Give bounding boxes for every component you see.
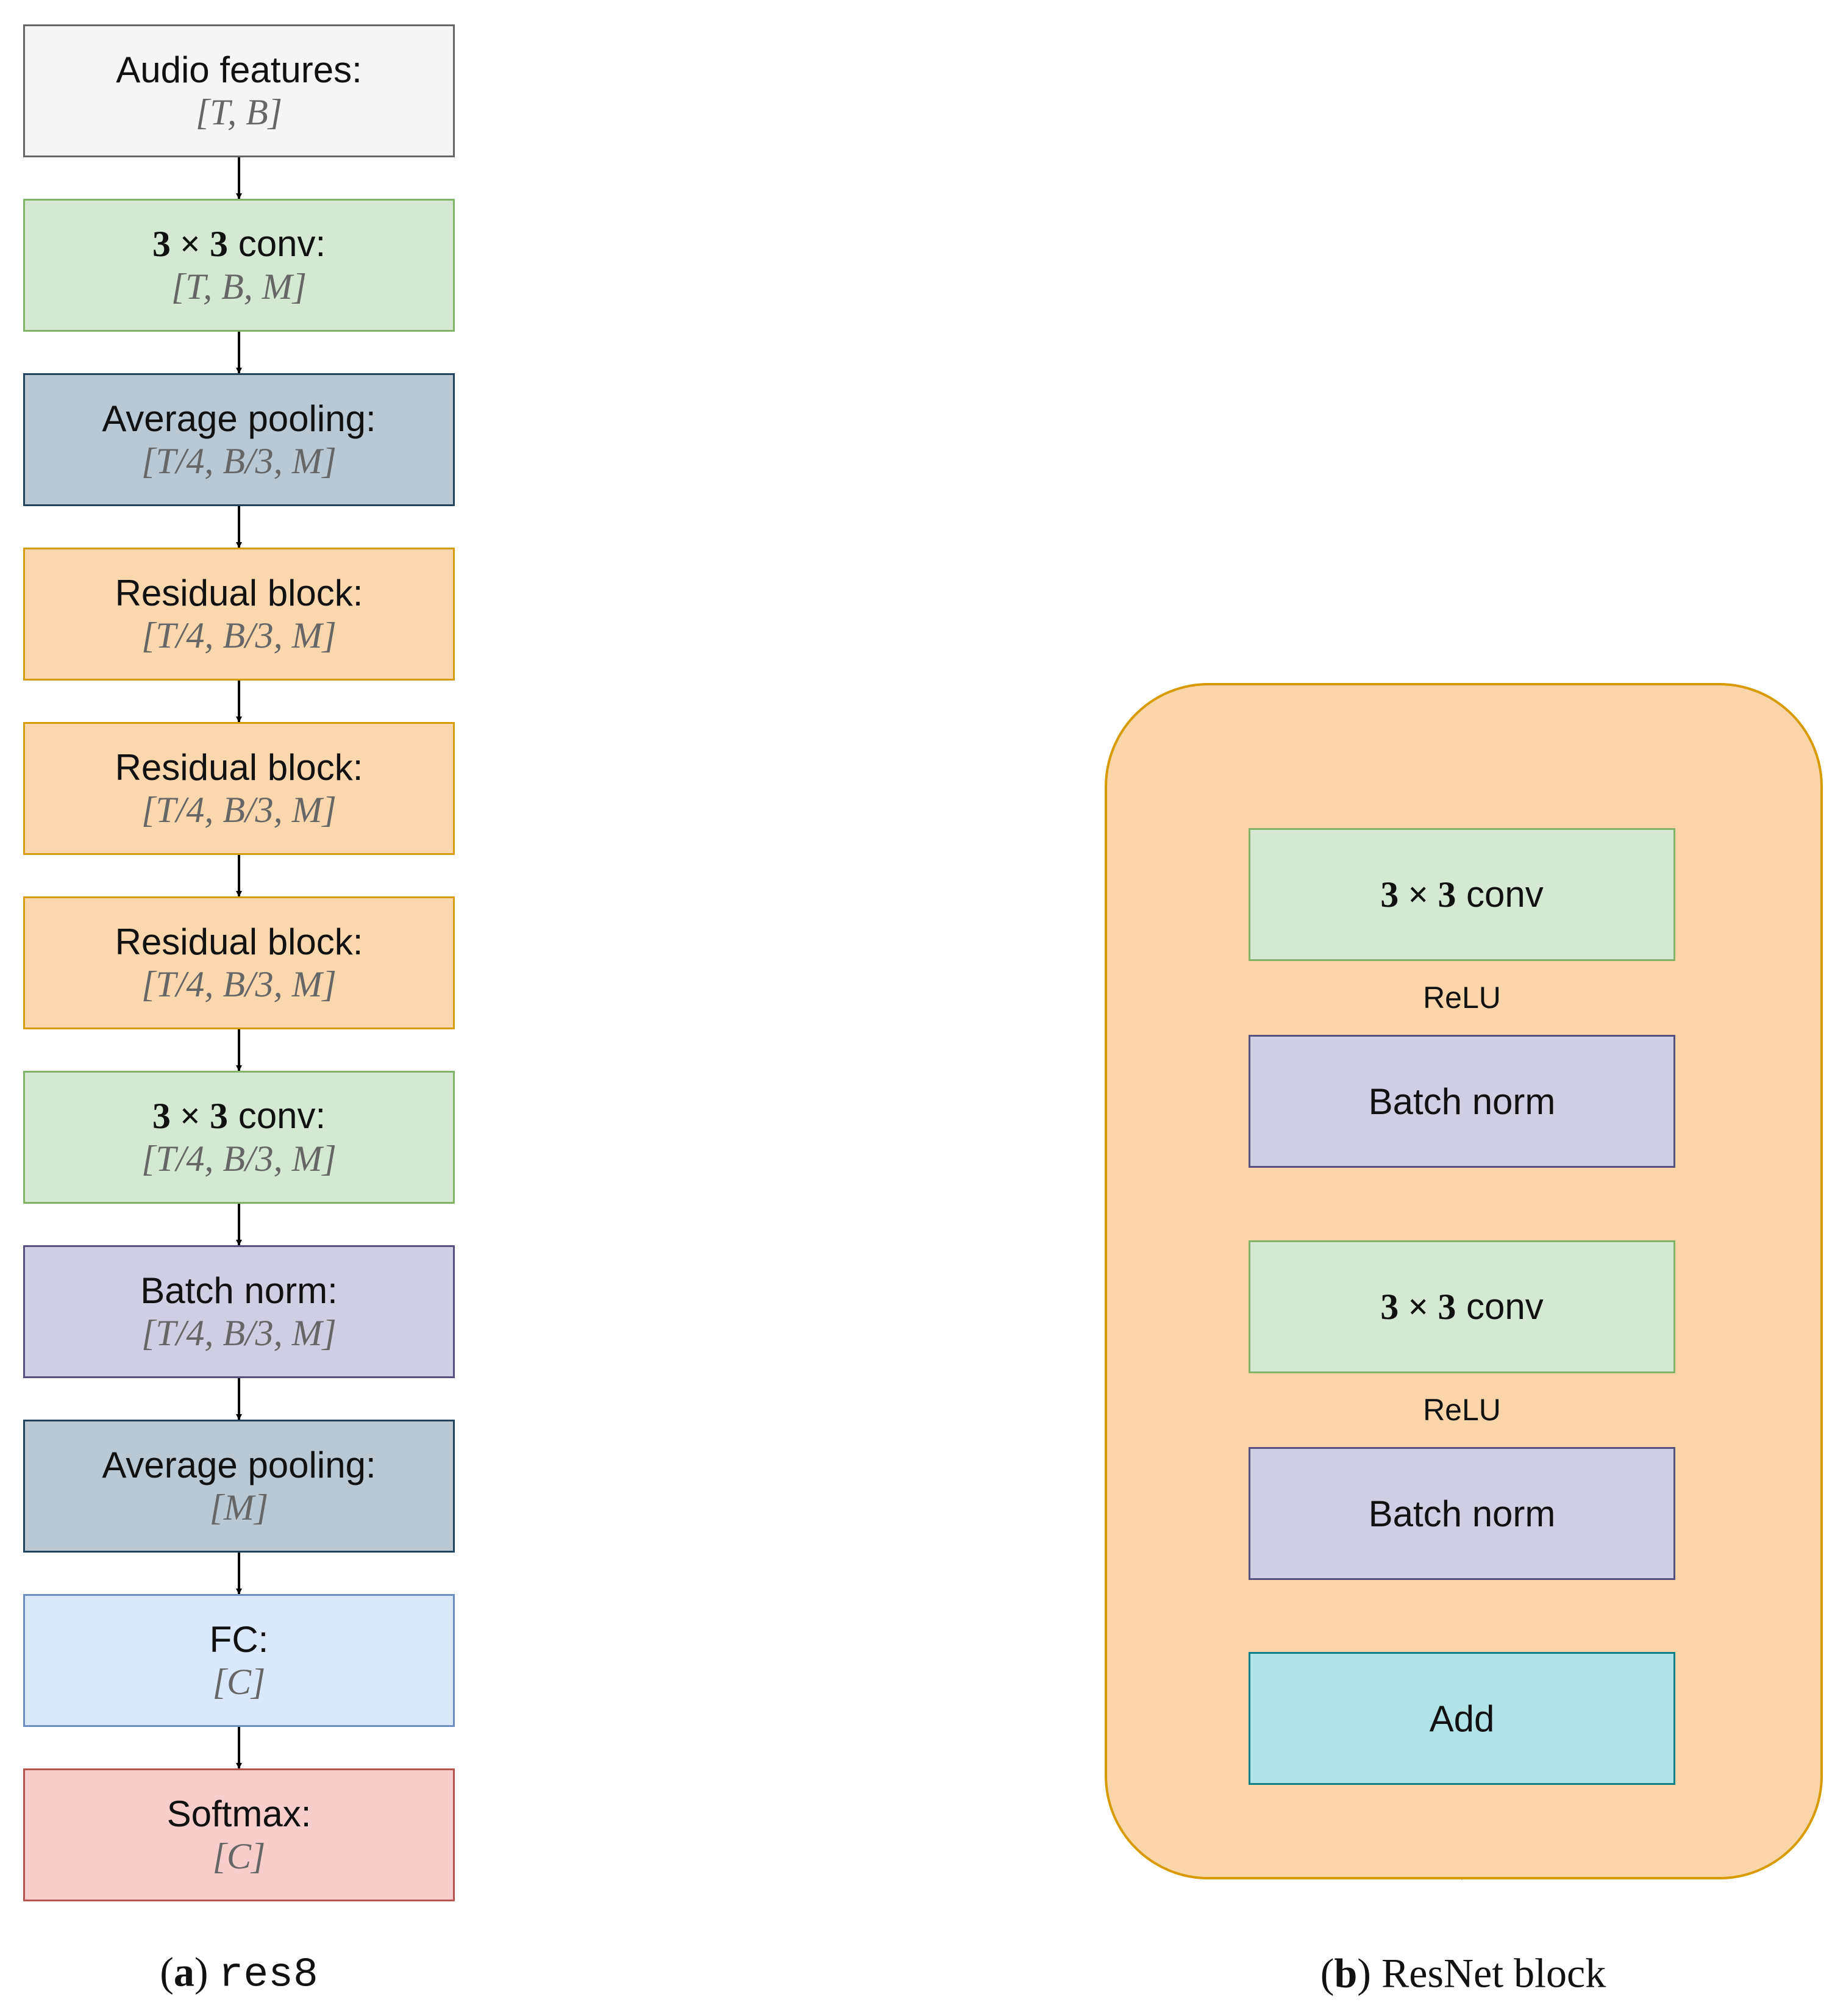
- caption-a-name: res8: [218, 1951, 318, 1999]
- caption-a-letter: a: [173, 1948, 194, 1995]
- avg-pool-block-1-label: Average pooling:: [102, 398, 376, 439]
- relu-label-1: ReLU: [1420, 980, 1503, 1015]
- conv-block-1: 3 × 3 conv: [T, B, M]: [23, 199, 455, 332]
- caption-b: (b) ResNet block: [1320, 1950, 1606, 1996]
- caption-b-name: ResNet block: [1381, 1950, 1606, 1996]
- resnet-conv-size-2: 3 × 3: [1380, 1287, 1456, 1327]
- caption-a: (a) res8: [160, 1948, 318, 1999]
- avg-pool-block-1-shape: [T/4, B/3, M]: [141, 440, 337, 481]
- avg-pool-block-1: Average pooling:[T/4, B/3, M]: [23, 373, 455, 506]
- add-label: Add: [1429, 1698, 1495, 1739]
- softmax-block: Softmax: [C]: [23, 1768, 455, 1901]
- conv-block-1-shape: [T, B, M]: [171, 266, 307, 307]
- residual-block-3: Residual block:[T/4, B/3, M]: [23, 896, 455, 1029]
- resnet-batch-norm-label-2: Batch norm: [1368, 1493, 1556, 1534]
- fc-block-label: FC:: [209, 1618, 269, 1660]
- fc-block-shape: [C]: [212, 1661, 266, 1702]
- audio-features-block-shape: [T, B]: [195, 91, 283, 132]
- caption-b-letter: b: [1334, 1950, 1358, 1996]
- residual-block-1: Residual block:[T/4, B/3, M]: [23, 548, 455, 681]
- conv-block-1-size: 3 × 3: [152, 224, 229, 264]
- batch-norm-block-label: Batch norm:: [140, 1270, 338, 1311]
- resnet-conv-box-2: 3 × 3 conv: [1249, 1240, 1675, 1373]
- audio-features-block-label: Audio features:: [116, 49, 362, 90]
- resnet-conv-box-1: 3 × 3 conv: [1249, 828, 1675, 961]
- conv-block-1-label: conv:: [228, 223, 326, 264]
- softmax-block-label: Softmax:: [166, 1793, 312, 1834]
- residual-block-1-shape: [T/4, B/3, M]: [141, 615, 337, 656]
- residual-block-2-shape: [T/4, B/3, M]: [141, 789, 337, 830]
- residual-block-2-label: Residual block:: [115, 746, 363, 788]
- avg-pool-block-2-label: Average pooling:: [102, 1444, 376, 1485]
- resnet-conv-label-2: conv: [1456, 1286, 1544, 1327]
- residual-block-2: Residual block:[T/4, B/3, M]: [23, 722, 455, 855]
- avg-pool-block-2-shape: [M]: [209, 1487, 269, 1528]
- resnet-batch-norm-box-2: Batch norm: [1249, 1447, 1675, 1580]
- batch-norm-block-shape: [T/4, B/3, M]: [141, 1312, 337, 1353]
- batch-norm-block: Batch norm:[T/4, B/3, M]: [23, 1245, 455, 1378]
- residual-block-3-label: Residual block:: [115, 921, 363, 962]
- residual-block-3-shape: [T/4, B/3, M]: [141, 963, 337, 1004]
- conv-block-2: 3 × 3 conv:[T/4, B/3, M]: [23, 1071, 455, 1204]
- add-box: Add: [1249, 1652, 1675, 1785]
- resnet-conv-size-1: 3 × 3: [1380, 874, 1456, 915]
- resnet-batch-norm-box-1: Batch norm: [1249, 1035, 1675, 1168]
- resnet-conv-label-1: conv: [1456, 874, 1544, 915]
- audio-features-block: Audio features: [T, B]: [23, 24, 455, 157]
- softmax-block-shape: [C]: [212, 1835, 266, 1876]
- conv-block-2-size: 3 × 3: [152, 1096, 229, 1136]
- fc-block: FC: [C]: [23, 1594, 455, 1727]
- conv-block-2-label: conv:: [228, 1095, 326, 1136]
- relu-label-2: ReLU: [1420, 1392, 1503, 1428]
- resnet-batch-norm-label-1: Batch norm: [1368, 1081, 1556, 1122]
- avg-pool-block-2: Average pooling: [M]: [23, 1420, 455, 1553]
- residual-block-1-label: Residual block:: [115, 572, 363, 613]
- conv-block-2-shape: [T/4, B/3, M]: [141, 1138, 337, 1179]
